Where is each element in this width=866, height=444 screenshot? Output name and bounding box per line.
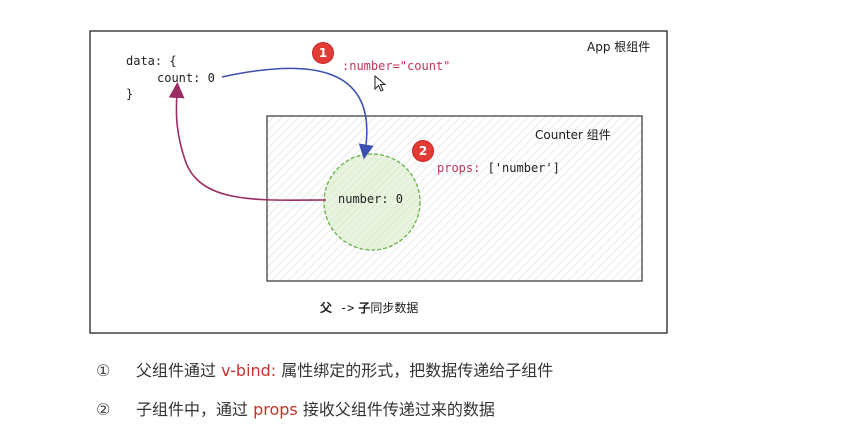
data-line-3: } [126, 87, 134, 101]
note-1-number: ① [96, 361, 111, 380]
props-text: props: ['number'] [437, 160, 560, 176]
app-component-label: App 根组件 [587, 40, 651, 54]
note-2-pre: 子组件中，通过 [136, 400, 254, 419]
note-2: ② 子组件中，通过 props 接收父组件传递过来的数据 [96, 396, 495, 420]
caption-rest: 同步数据 [370, 301, 419, 315]
caption-child: 子 [358, 301, 371, 315]
data-line-2: count: 0 [157, 71, 215, 85]
note-1-highlight: v-bind: [221, 361, 277, 380]
note-2-highlight: props [253, 400, 298, 419]
caption-parent: 父 [320, 301, 333, 315]
caption-arrow: -> [339, 301, 355, 315]
sync-arrow [168, 82, 327, 201]
step-1-badge: 1 [313, 43, 333, 63]
note-2-number: ② [96, 400, 111, 419]
props-key: props: [437, 161, 481, 175]
step-2-badge: 2 [413, 141, 433, 161]
bind-text: :number="count" [342, 59, 451, 73]
note-1-post: 属性绑定的形式，把数据传递给子组件 [276, 361, 554, 380]
note-1-pre: 父组件通过 [136, 361, 222, 380]
note-1: ① 父组件通过 v-bind: 属性绑定的形式，把数据传递给子组件 [96, 357, 553, 381]
mouse-cursor-icon [374, 75, 387, 92]
bind-arrow [221, 67, 374, 160]
circle-number-text: number: 0 [338, 192, 404, 206]
counter-component-label: Counter 组件 [535, 128, 611, 142]
diagram-caption: 父 ->子同步数据 [320, 301, 418, 315]
note-2-post: 接收父组件传递过来的数据 [297, 400, 495, 419]
props-value: ['number'] [487, 161, 560, 175]
data-line-1: data: { [126, 54, 177, 68]
